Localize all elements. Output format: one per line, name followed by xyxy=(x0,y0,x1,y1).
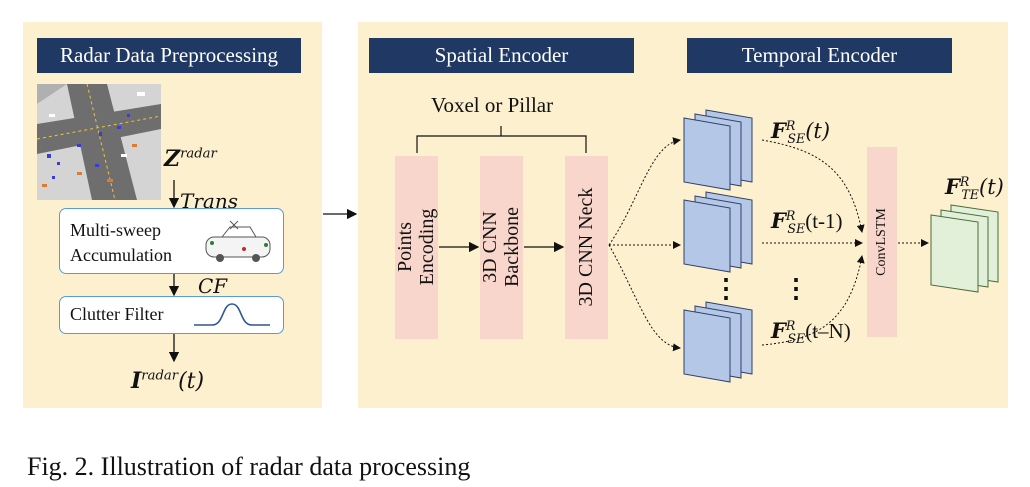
feature-stack-te-output xyxy=(930,204,999,293)
figure-caption: Fig. 2. Illustration of radar data proce… xyxy=(27,452,471,481)
radar-map-image xyxy=(37,84,161,200)
feature-se-t1-label: FRSE(t-1) xyxy=(771,208,843,237)
preprocessing-header: Radar Data Preprocessing xyxy=(37,38,301,73)
arrow-neck-to-f-tn xyxy=(608,244,681,352)
feature-te-output-label: FRTE(t) xyxy=(945,174,1004,203)
encoder-panel xyxy=(358,22,1008,408)
feature-stack-tn xyxy=(683,301,753,383)
points-encoding-block xyxy=(395,156,438,339)
feature-se-t-label: FRSE(t) xyxy=(771,118,831,147)
z-radar-label: Zradar xyxy=(164,146,217,172)
arrow-f-t-to-convlstm xyxy=(761,139,865,233)
ellipsis-dots-right: ⋮ xyxy=(783,274,809,303)
ellipsis-dots-left: ⋮ xyxy=(713,274,739,303)
filter-curve-icon xyxy=(194,303,270,326)
multi-sweep-line2: Accumulation xyxy=(70,245,172,265)
clutter-filter-label: Clutter Filter xyxy=(70,304,164,324)
feature-stack-t xyxy=(683,109,753,191)
multi-sweep-accumulation-box: Multi-sweep Accumulation xyxy=(59,208,284,274)
arrow-f-tn-to-convlstm xyxy=(761,255,865,346)
spatial-encoder-header: Spatial Encoder xyxy=(369,38,634,73)
i-radar-label: Iradar(t) xyxy=(131,368,205,394)
arrow-neck-to-f-t xyxy=(608,137,681,246)
cnn-neck-block xyxy=(565,156,608,339)
feature-stack-t1 xyxy=(683,191,753,273)
multi-sweep-line1: Multi-sweep xyxy=(70,220,161,240)
temporal-encoder-header: Temporal Encoder xyxy=(687,38,952,73)
voxel-or-pillar-label: Voxel or Pillar xyxy=(431,93,554,117)
voxel-brace xyxy=(416,126,587,153)
clutter-filter-box: Clutter Filter xyxy=(59,296,284,334)
car-sensor-icon xyxy=(205,220,271,262)
feature-se-tn-label: FRSE(t–N) xyxy=(771,318,851,347)
cf-label: CF xyxy=(198,274,228,298)
cnn-backbone-block xyxy=(480,156,523,339)
convlstm-block xyxy=(867,147,897,337)
